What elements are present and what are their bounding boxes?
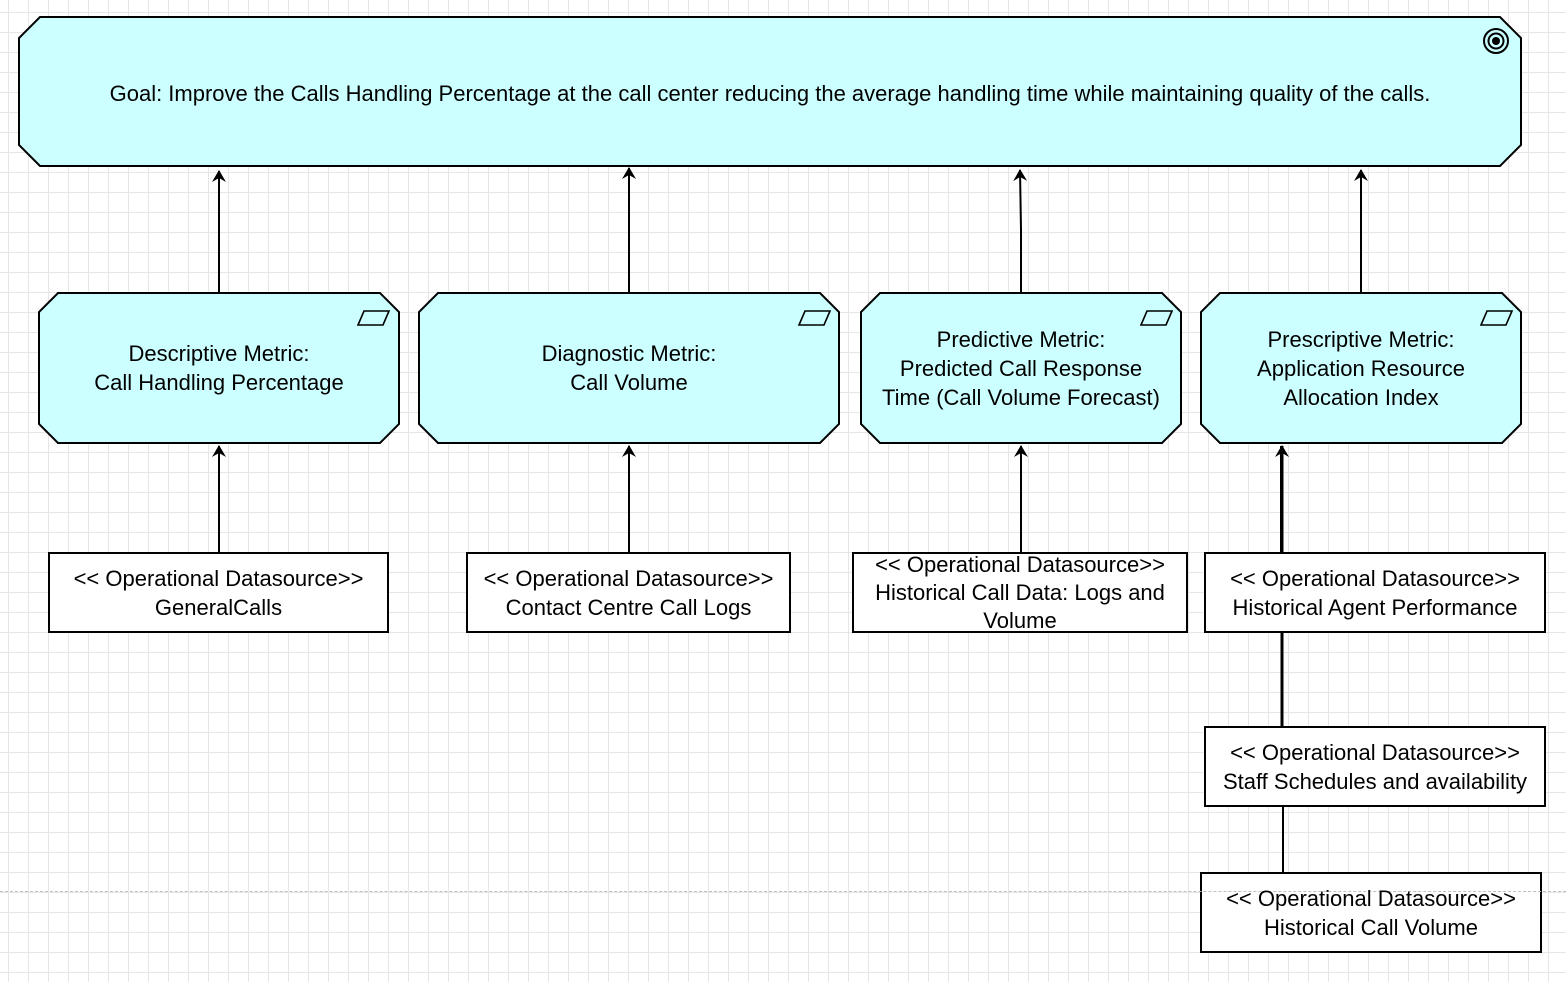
metric-parallelogram-icon (1479, 310, 1514, 326)
goal-text: Goal: Improve the Calls Handling Percent… (109, 80, 1431, 106)
datasource-name: GeneralCalls (154, 594, 283, 620)
metric-name-cont: Time (Call Volume Forecast) (882, 384, 1160, 410)
metric-name-cont: Allocation Index (1283, 384, 1439, 410)
datasource-name: Staff Schedules and availability (1222, 768, 1528, 794)
datasource-stereotype: << Operational Datasource>> (73, 565, 364, 591)
datasource-label: << Operational Datasource>> GeneralCalls (49, 553, 388, 632)
metric-label-predictive: Predictive Metric: Predicted Call Respon… (861, 318, 1181, 418)
metric-box-descriptive[interactable] (38, 292, 400, 444)
metric-box-prescriptive[interactable] (1200, 292, 1522, 444)
metric-title: Predictive Metric: (936, 326, 1106, 352)
datasource-name: Historical Call Volume (1264, 914, 1478, 940)
datasource-box-agent-performance[interactable] (1204, 552, 1546, 633)
metric-name: Call Handling Percentage (94, 370, 344, 395)
metric-title: Prescriptive Metric: (1267, 326, 1455, 352)
datasource-box-historical-call-volume[interactable] (1200, 872, 1542, 953)
metric-box-predictive[interactable] (860, 292, 1182, 444)
metric-name: Call Volume (570, 370, 688, 395)
metric-parallelogram-icon (356, 310, 391, 326)
metric-name: Application Resource (1257, 355, 1465, 381)
goal-label: Goal: Improve the Calls Handling Percent… (28, 68, 1512, 118)
goal-target-icon (1483, 28, 1509, 54)
datasource-box-historical-call-data[interactable] (852, 552, 1188, 633)
datasource-stereotype: << Operational Datasource>> (1230, 565, 1520, 591)
connector-arrow[interactable] (1013, 169, 1028, 292)
datasource-stereotype: << Operational Datasource>> (1226, 885, 1516, 911)
metric-name: Predicted Call Response (899, 355, 1143, 381)
metric-box-diagnostic[interactable] (418, 292, 840, 444)
datasource-stereotype: << Operational Datasource>> (875, 551, 1165, 577)
goal-box[interactable] (18, 16, 1522, 167)
datasource-box-staff-schedules[interactable] (1204, 726, 1546, 807)
datasource-box-contact-centre[interactable] (466, 552, 791, 633)
datasource-label: << Operational Datasource>> Historical C… (1201, 873, 1541, 952)
metric-parallelogram-icon (1139, 310, 1174, 326)
datasource-name-cont: Volume (983, 607, 1057, 633)
metric-label-diagnostic: Diagnostic Metric: Call Volume (424, 318, 834, 418)
page-break-line (0, 891, 1566, 892)
datasource-name: Contact Centre Call Logs (505, 594, 752, 620)
metric-parallelogram-icon (797, 310, 832, 326)
metric-label-descriptive: Descriptive Metric: Call Handling Percen… (44, 318, 394, 418)
datasource-label: << Operational Datasource>> Contact Cent… (462, 553, 795, 632)
metric-title: Descriptive Metric: (128, 341, 310, 366)
datasource-stereotype: << Operational Datasource>> (1230, 739, 1520, 765)
datasource-name: Historical Call Data: Logs and (875, 579, 1165, 605)
datasource-label: << Operational Datasource>> Staff Schedu… (1205, 727, 1545, 806)
metric-title: Diagnostic Metric: (541, 341, 717, 366)
datasource-stereotype: << Operational Datasource>> (483, 565, 774, 591)
datasource-box-generalcalls[interactable] (48, 552, 389, 633)
datasource-label: << Operational Datasource>> Historical A… (1205, 553, 1545, 632)
datasource-name: Historical Agent Performance (1232, 594, 1518, 620)
datasource-label: << Operational Datasource>> Historical C… (853, 551, 1187, 634)
metric-label-prescriptive: Prescriptive Metric: Application Resourc… (1201, 318, 1521, 418)
